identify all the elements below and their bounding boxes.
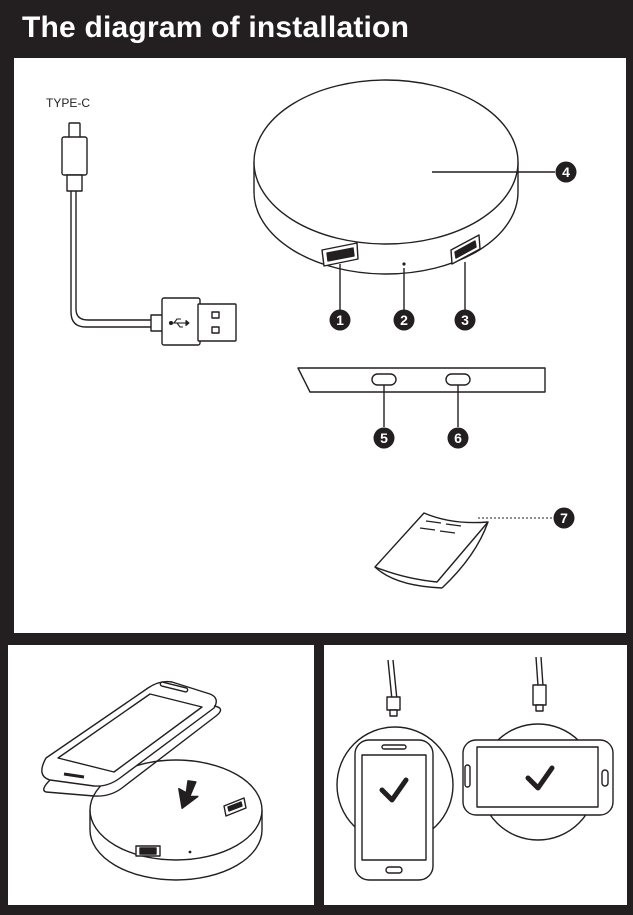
svg-text:5: 5 (380, 430, 388, 446)
phone-landscape (462, 739, 614, 816)
callout-markers: 1 2 3 4 5 6 7 (329, 161, 577, 529)
type-c-label: TYPE-C (46, 96, 91, 110)
checkmark-icon (379, 777, 409, 803)
svg-text:3: 3 (461, 312, 469, 328)
callout-1: 1 (329, 309, 351, 331)
callout-3: 3 (454, 309, 476, 331)
type-c-cable (61, 122, 237, 346)
charging-pad-perspective (89, 759, 263, 881)
svg-text:1: 1 (336, 312, 344, 328)
svg-text:7: 7 (560, 510, 568, 526)
cable-vertical-phone (386, 659, 401, 717)
svg-text:6: 6 (454, 430, 462, 446)
phone-tilted (41, 680, 222, 797)
callout-5: 5 (373, 427, 395, 449)
callout-7: 7 (553, 507, 575, 529)
phone-portrait (354, 739, 434, 881)
cable-horizontal-phone (532, 656, 547, 712)
callout-6: 6 (447, 427, 469, 449)
page-title: The diagram of installation (22, 11, 410, 44)
charger-side-view (297, 367, 546, 427)
wireless-charger (253, 79, 555, 310)
checkmark-icon (525, 765, 555, 791)
down-arrow-icon (178, 780, 199, 810)
callout-4: 4 (555, 161, 577, 183)
svg-text:4: 4 (562, 164, 570, 180)
callout-2: 2 (393, 309, 415, 331)
user-manual (374, 512, 553, 589)
usb-icon (168, 318, 190, 328)
svg-text:2: 2 (400, 312, 408, 328)
